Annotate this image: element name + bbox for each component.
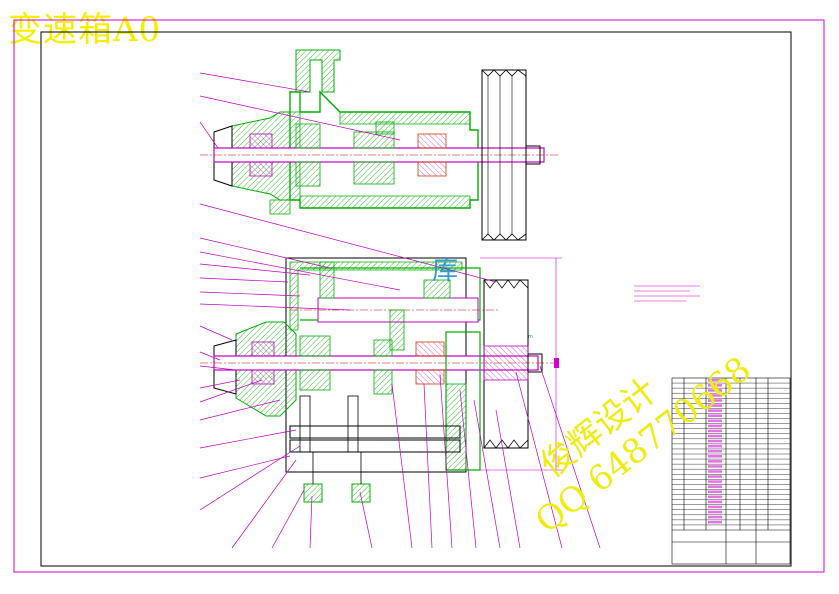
parts-row-entry (708, 449, 722, 453)
parts-row-entry (708, 485, 722, 488)
upper-view (200, 49, 560, 241)
parts-row-entry (708, 500, 722, 504)
watermark-url: m (528, 334, 533, 340)
parts-row-entry (708, 515, 722, 519)
parts-row-entry (708, 414, 722, 418)
parts-row-entry (708, 455, 722, 458)
parts-row-entry (708, 444, 722, 448)
parts-row-entry (708, 404, 722, 407)
parts-row-entry (708, 434, 722, 438)
upper-pulley (481, 69, 541, 241)
lower-view (200, 257, 562, 503)
parts-row-entry (708, 495, 722, 499)
parts-row-entry (708, 470, 722, 473)
parts-row-entry (708, 419, 722, 423)
parts-row-entry (708, 394, 722, 397)
parts-list-rows (672, 379, 790, 526)
parts-row-entry (708, 465, 722, 468)
parts-row-entry (708, 429, 722, 433)
parts-row-entry (708, 520, 722, 524)
inner-frame (40, 31, 792, 567)
parts-row-entry (708, 475, 722, 478)
outer-frame (13, 19, 825, 573)
parts-row-entry (708, 439, 722, 443)
parts-row-entry (708, 460, 722, 463)
watermark-logo: 库 (432, 256, 459, 286)
parts-row-entry (708, 480, 722, 483)
parts-row-entry (708, 399, 722, 402)
parts-row-entry (708, 505, 722, 509)
parts-row-entry (708, 384, 722, 387)
parts-row-entry (708, 424, 722, 428)
drawing-title: 变速箱A0 (8, 10, 162, 50)
parts-row-entry (708, 490, 722, 494)
leader-lines (199, 72, 601, 549)
technical-notes (634, 285, 700, 302)
lower-pulley (483, 279, 543, 449)
parts-row-entry (708, 409, 722, 412)
parts-row-entry (708, 389, 722, 392)
parts-row-entry (708, 379, 722, 382)
parts-row-entry (708, 510, 722, 514)
